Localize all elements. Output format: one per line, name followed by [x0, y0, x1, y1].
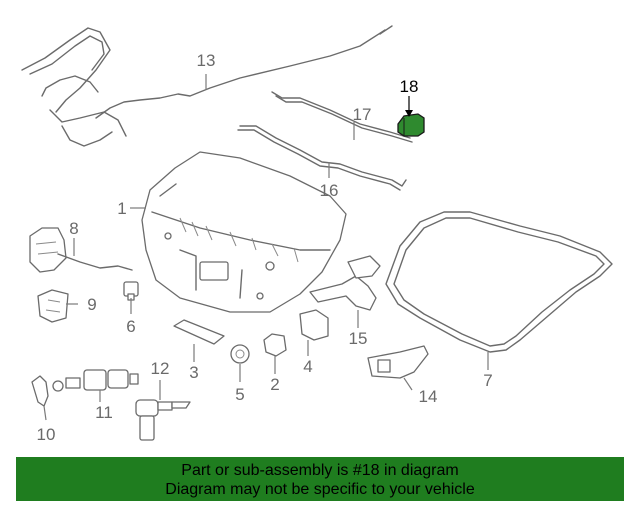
callout-5: 5: [235, 385, 244, 404]
part-18-bumper: [397, 113, 425, 137]
callout-15: 15: [349, 329, 368, 348]
callout-18: 18: [400, 77, 419, 96]
callout-12: 12: [151, 359, 170, 378]
latch-assembly: [29, 227, 133, 273]
bracket: [37, 289, 69, 323]
cushions: [230, 333, 287, 364]
hinge: [309, 255, 381, 311]
leader-lines: [43, 74, 489, 421]
banner-line-2: Diagram may not be specific to your vehi…: [165, 481, 475, 498]
key-cylinder: [135, 399, 191, 441]
callout-3: 3: [189, 363, 198, 382]
callout-11: 11: [95, 403, 113, 422]
callout-2: 2: [270, 375, 279, 394]
torsion-bars: [237, 91, 413, 191]
striker: [367, 345, 429, 379]
callout-14: 14: [419, 387, 438, 406]
callout-4: 4: [303, 357, 312, 376]
release-cable: [21, 25, 393, 147]
info-banner: Part or sub-assembly is #18 in diagram D…: [16, 457, 624, 501]
callout-9: 9: [87, 295, 96, 314]
callout-8: 8: [69, 219, 78, 238]
small-bracket: [31, 375, 49, 407]
callout-13: 13: [197, 51, 216, 70]
banner-line-1: Part or sub-assembly is #18 in diagram: [181, 462, 459, 479]
callout-16: 16: [320, 181, 339, 200]
weatherstrip: [385, 211, 613, 353]
callout-10: 10: [37, 425, 56, 444]
strip: [173, 319, 225, 345]
callout-7: 7: [483, 371, 492, 390]
trunk-lid: [141, 151, 347, 313]
callout-17: 17: [353, 105, 372, 124]
callout-1: 1: [117, 199, 126, 218]
bolt: [123, 281, 139, 301]
callout-6: 6: [126, 317, 135, 336]
stopper: [299, 309, 329, 341]
lock-cylinder: [52, 369, 139, 392]
parts-diagram: 13 18 17 16 1 8 9 6 3 5 2 4 15 7 14 10 1…: [21, 25, 613, 444]
